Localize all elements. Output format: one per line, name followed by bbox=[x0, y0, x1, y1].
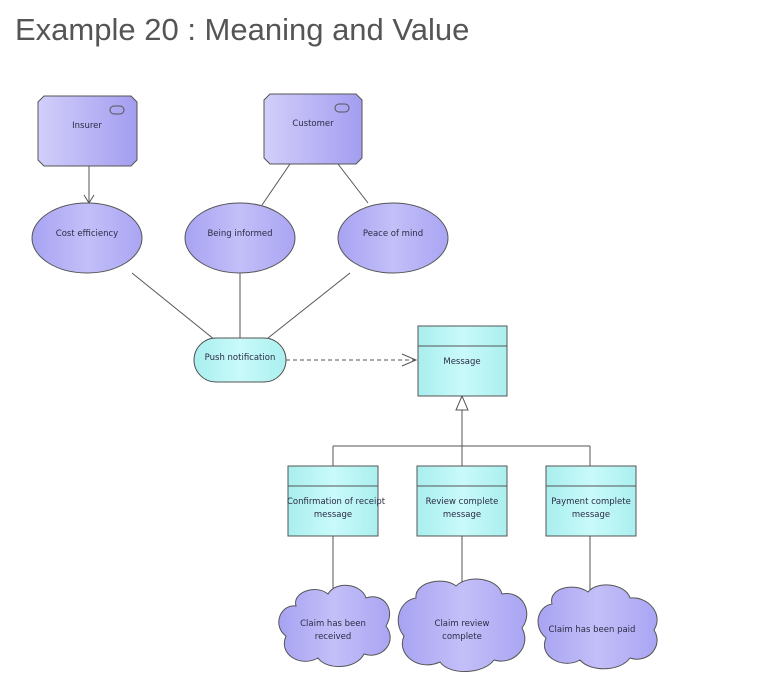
value-peace-of-mind[interactable]: Peace of mind bbox=[337, 202, 449, 274]
meaning-claim-review-complete[interactable]: Claim review complete bbox=[397, 578, 528, 673]
object-confirmation-of-receipt[interactable]: Confirmation of receipt message bbox=[287, 465, 386, 537]
stakeholder-label: Customer bbox=[292, 119, 334, 129]
meaning-claim-has-been-received[interactable]: Claim has been received bbox=[278, 584, 391, 667]
object-payment-complete[interactable]: Payment complete message bbox=[545, 465, 637, 537]
specialization-arrowhead bbox=[455, 394, 469, 411]
value-label: Being informed bbox=[207, 229, 272, 239]
stakeholder-icon bbox=[334, 103, 350, 113]
meaning-label: Claim has been paid bbox=[549, 625, 636, 635]
meaning-label-line-1: Claim review bbox=[435, 619, 490, 629]
association-cost-push bbox=[131, 272, 216, 341]
association-peace-push bbox=[267, 272, 351, 339]
meaning-label-line-2: complete bbox=[442, 632, 482, 642]
stakeholder-customer[interactable]: Customer bbox=[263, 93, 363, 165]
stakeholder-label: Insurer bbox=[72, 121, 102, 131]
meaning-label-line-1: Claim has been bbox=[300, 619, 366, 629]
object-message[interactable]: Message bbox=[417, 325, 508, 397]
object-label-line-1: Review complete bbox=[426, 497, 499, 507]
page-title: Example 20 : Meaning and Value bbox=[15, 12, 470, 47]
service-label: Push notification bbox=[205, 353, 276, 363]
meaning-label-line-2: received bbox=[315, 632, 351, 642]
object-label-line-2: message bbox=[443, 510, 481, 520]
association-customer-peace bbox=[337, 163, 369, 204]
connectors bbox=[83, 163, 591, 594]
stakeholder-insurer[interactable]: Insurer bbox=[37, 95, 138, 167]
meaning-claim-has-been-paid[interactable]: Claim has been paid bbox=[537, 584, 658, 670]
value-cost-efficiency[interactable]: Cost efficiency bbox=[31, 202, 143, 274]
access-arrowhead bbox=[401, 353, 418, 367]
value-label: Peace of mind bbox=[363, 229, 423, 239]
service-push-notification[interactable]: Push notification bbox=[193, 337, 287, 383]
association-customer-informed bbox=[261, 163, 291, 206]
object-label-line-1: Confirmation of receipt bbox=[287, 497, 386, 507]
object-label: Message bbox=[443, 357, 480, 367]
value-being-informed[interactable]: Being informed bbox=[184, 202, 296, 274]
object-label-line-1: Payment complete bbox=[551, 497, 631, 507]
value-label: Cost efficiency bbox=[56, 229, 118, 239]
object-review-complete[interactable]: Review complete message bbox=[416, 465, 508, 537]
object-label-line-2: message bbox=[572, 510, 610, 520]
object-label-line-2: message bbox=[314, 510, 352, 520]
stakeholder-icon bbox=[109, 105, 125, 115]
